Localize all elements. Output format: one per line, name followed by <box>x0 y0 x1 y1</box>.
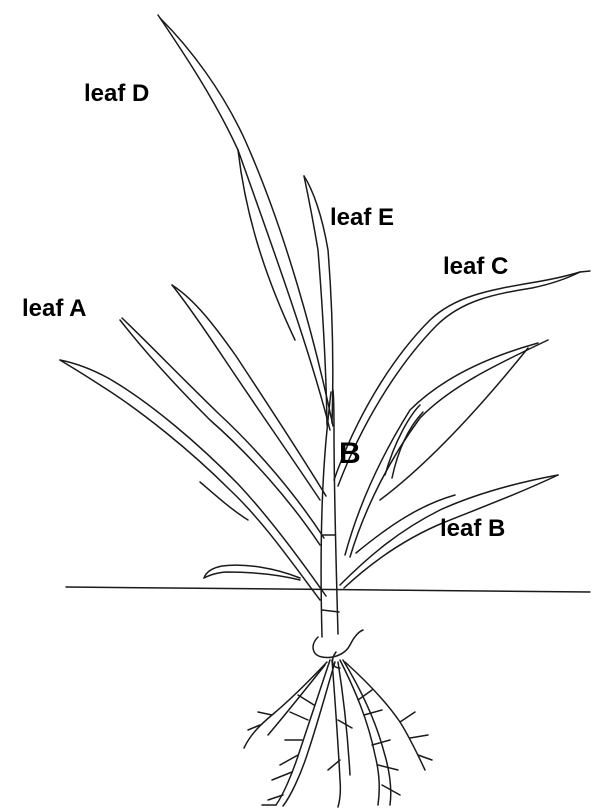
stem-marker-label: B <box>339 439 361 469</box>
leaf-small-left <box>204 565 300 580</box>
stem <box>321 390 339 637</box>
leaf-far-left <box>60 360 326 600</box>
leaf-d <box>158 15 333 430</box>
roots <box>244 660 432 807</box>
leaf-e-label: leaf E <box>330 206 394 230</box>
leaf-d-label: leaf D <box>84 82 149 106</box>
leaf-a <box>120 318 324 545</box>
leaf-c <box>334 271 590 486</box>
leaf-b-label: leaf B <box>440 517 505 541</box>
leaf-a-label: leaf A <box>22 297 86 321</box>
leaf-middle-left <box>172 285 326 500</box>
leaf-c-label: leaf C <box>443 255 508 279</box>
soil-line <box>66 587 590 592</box>
